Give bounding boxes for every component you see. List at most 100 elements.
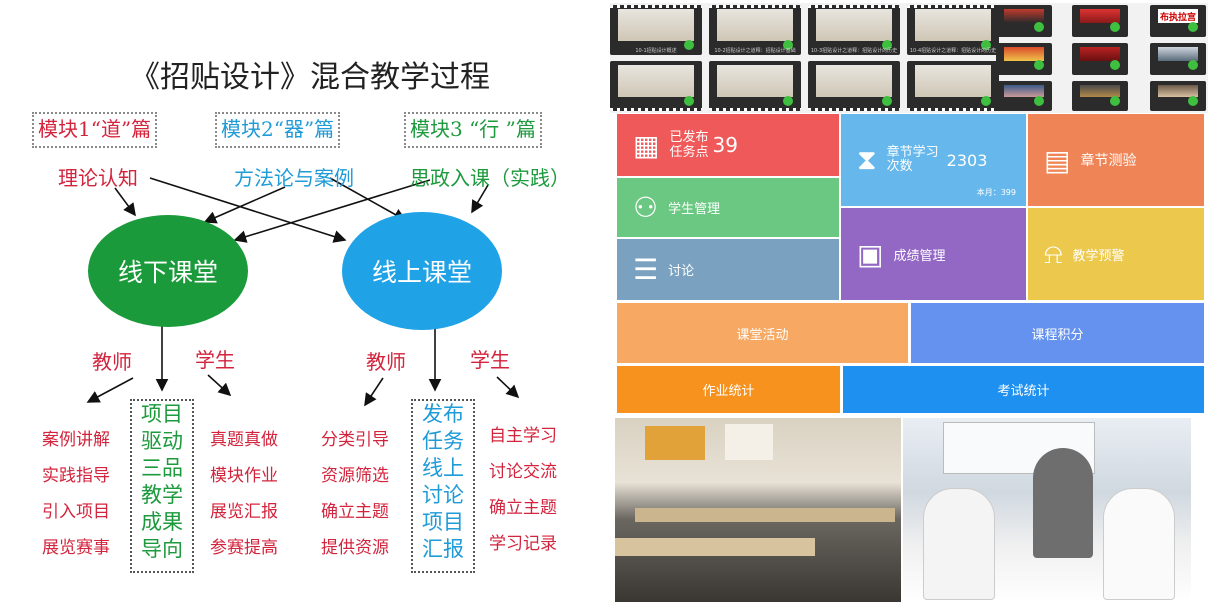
offline-teacher-label: 教师 — [92, 350, 132, 374]
video-thumbnail-strip: 10-1招贴设计概述 10-2招贴设计之道释：招贴设计基础 10-3招贴设计之道… — [610, 3, 1208, 113]
published-tasks-label: 已发布 任务点 — [669, 130, 709, 160]
chapter-quiz-tile[interactable]: ▤ 章节测验 — [1028, 114, 1204, 206]
video-thumbnail[interactable] — [1072, 43, 1128, 75]
grade-management-tile[interactable]: ▣ 成绩管理 — [841, 208, 1026, 300]
online-student-label: 学生 — [470, 348, 510, 372]
exam-stats-label: 考试统计 — [997, 384, 1050, 399]
box-line: 发布 — [422, 402, 464, 426]
video-thumbnail[interactable] — [1072, 81, 1128, 111]
video-thumbnail[interactable]: 10-4招贴设计之道释：招贴设计的历史 — [907, 5, 999, 55]
list-item: 确立主题 — [489, 498, 557, 518]
concept-ideology: 思政入课（实践） — [410, 166, 570, 190]
concept-method: 方法论与案例 — [234, 166, 354, 190]
offline-class-label: 线下课堂 — [117, 258, 218, 287]
add-user-icon: ⚇ — [633, 191, 659, 224]
video-thumbnail[interactable] — [996, 43, 1052, 75]
teaching-process-diagram: 《招贴设计》混合教学过程 模块1“道”篇 模块2“器”篇 模块3 “行 ”篇 理… — [0, 0, 600, 605]
course-points-label: 课程积分 — [1031, 327, 1084, 343]
video-thumbnail[interactable]: 10-1招贴设计概述 — [610, 5, 702, 55]
chapter-study-count: 2303 — [946, 150, 988, 170]
course-points-tile[interactable]: 课程积分 — [911, 303, 1204, 363]
person — [1033, 448, 1093, 558]
video-thumbnail[interactable] — [808, 61, 900, 111]
offline-teacher-list: 案例讲解 实践指导 引入项目 展览赛事 — [42, 422, 110, 566]
online-student-list: 自主学习 讨论交流 确立主题 学习记录 — [489, 418, 557, 562]
box-line: 成果 — [141, 510, 183, 534]
video-thumbnail[interactable] — [1150, 81, 1206, 111]
module-1-label: 模块1“道”篇 — [32, 112, 158, 148]
box-line: 驱动 — [141, 429, 183, 453]
video-thumbnail[interactable] — [709, 61, 801, 111]
bell-icon: ⍾ — [1044, 237, 1063, 270]
list-item: 确立主题 — [321, 502, 389, 522]
box-line: 线上 — [422, 456, 464, 480]
list-item: 学习记录 — [489, 534, 557, 554]
student-management-tile[interactable]: ⚇ 学生管理 — [617, 178, 839, 237]
chapter-study-label: 章节学习 次数 — [886, 145, 939, 174]
video-thumbnail[interactable] — [907, 61, 999, 111]
arrow-online-student — [496, 376, 520, 399]
desk-row — [635, 508, 895, 522]
video-thumbnail[interactable]: 10-2招贴设计之道释：招贴设计基础 — [709, 5, 801, 55]
play-icon — [1110, 60, 1120, 70]
box-line: 项目 — [422, 510, 464, 534]
list-item: 分类引导 — [321, 430, 389, 450]
video-caption: 10-4招贴设计之道释：招贴设计的历史 — [909, 48, 997, 54]
video-thumbnail[interactable] — [996, 81, 1052, 111]
box-line: 项目 — [141, 402, 183, 426]
arrow-online-teacher — [364, 377, 384, 407]
list-item: 自主学习 — [489, 426, 557, 446]
play-icon — [1034, 22, 1044, 32]
play-icon — [1110, 96, 1120, 106]
chapter-quiz-label: 章节测验 — [1080, 153, 1137, 169]
online-platform-panel: 10-1招贴设计概述 10-2招贴设计之道释：招贴设计基础 10-3招贴设计之道… — [605, 0, 1208, 605]
teaching-warning-tile[interactable]: ⍾ 教学预警 — [1028, 208, 1204, 300]
video-thumbnail[interactable]: 布执拉宫 — [1150, 5, 1206, 37]
published-tasks-tile[interactable]: ▦ 已发布 任务点 39 — [617, 114, 839, 176]
list-item: 模块作业 — [210, 466, 278, 486]
discussion-label: 讨论 — [668, 264, 695, 279]
video-thumbnail[interactable]: 10-3招贴设计之道释：招贴设计的历史 — [808, 5, 900, 55]
clipboard-icon: ▣ — [857, 237, 884, 271]
video-thumbnail[interactable] — [1150, 43, 1206, 75]
list-item: 案例讲解 — [42, 430, 110, 450]
online-teacher-list: 分类引导 资源筛选 确立主题 提供资源 — [321, 422, 389, 566]
diagram-arrows — [86, 177, 520, 407]
arrow-ideology-online — [471, 184, 489, 214]
box-line: 三品 — [141, 456, 183, 480]
video-thumbnail[interactable] — [996, 5, 1052, 37]
arrow-theory-offline — [114, 187, 136, 217]
homework-stats-tile[interactable]: 作业统计 — [617, 366, 840, 413]
play-icon — [1110, 22, 1120, 32]
list-item: 展览赛事 — [42, 538, 110, 558]
play-icon — [1034, 96, 1044, 106]
arrow-ideology-offline — [233, 179, 431, 243]
play-icon — [783, 40, 793, 50]
offline-center-box: 项目 驱动 三品 教学 成果 导向 — [130, 399, 194, 573]
play-icon — [1188, 96, 1198, 106]
chapter-study-month: 本月：399 — [976, 188, 1016, 197]
play-icon — [1034, 60, 1044, 70]
play-icon — [981, 96, 991, 106]
homework-stats-label: 作业统计 — [702, 384, 755, 399]
exam-stats-tile[interactable]: 考试统计 — [843, 366, 1204, 413]
play-icon — [882, 40, 892, 50]
person — [1103, 488, 1175, 600]
chapter-study-tile[interactable]: ⧗ 章节学习 次数 2303 本月：399 — [841, 114, 1026, 206]
chat-icon: ☰ — [633, 253, 659, 286]
play-icon — [1188, 60, 1198, 70]
discussion-tile[interactable]: ☰ 讨论 — [617, 239, 839, 300]
offline-student-label: 学生 — [195, 348, 235, 372]
video-thumbnail[interactable] — [610, 61, 702, 111]
box-line: 教学 — [141, 483, 183, 507]
arrow-theory-online — [149, 177, 347, 243]
poster-1 — [645, 426, 705, 460]
published-tasks-count: 39 — [712, 133, 738, 157]
arrow-offline-teacher — [86, 377, 134, 403]
class-activity-tile[interactable]: 课堂活动 — [617, 303, 908, 363]
online-class-oval: 线上课堂 — [342, 212, 502, 330]
online-teacher-label: 教师 — [366, 350, 406, 374]
video-thumbnail[interactable] — [1072, 5, 1128, 37]
poster-2 — [725, 424, 773, 460]
box-line: 导向 — [141, 537, 183, 561]
